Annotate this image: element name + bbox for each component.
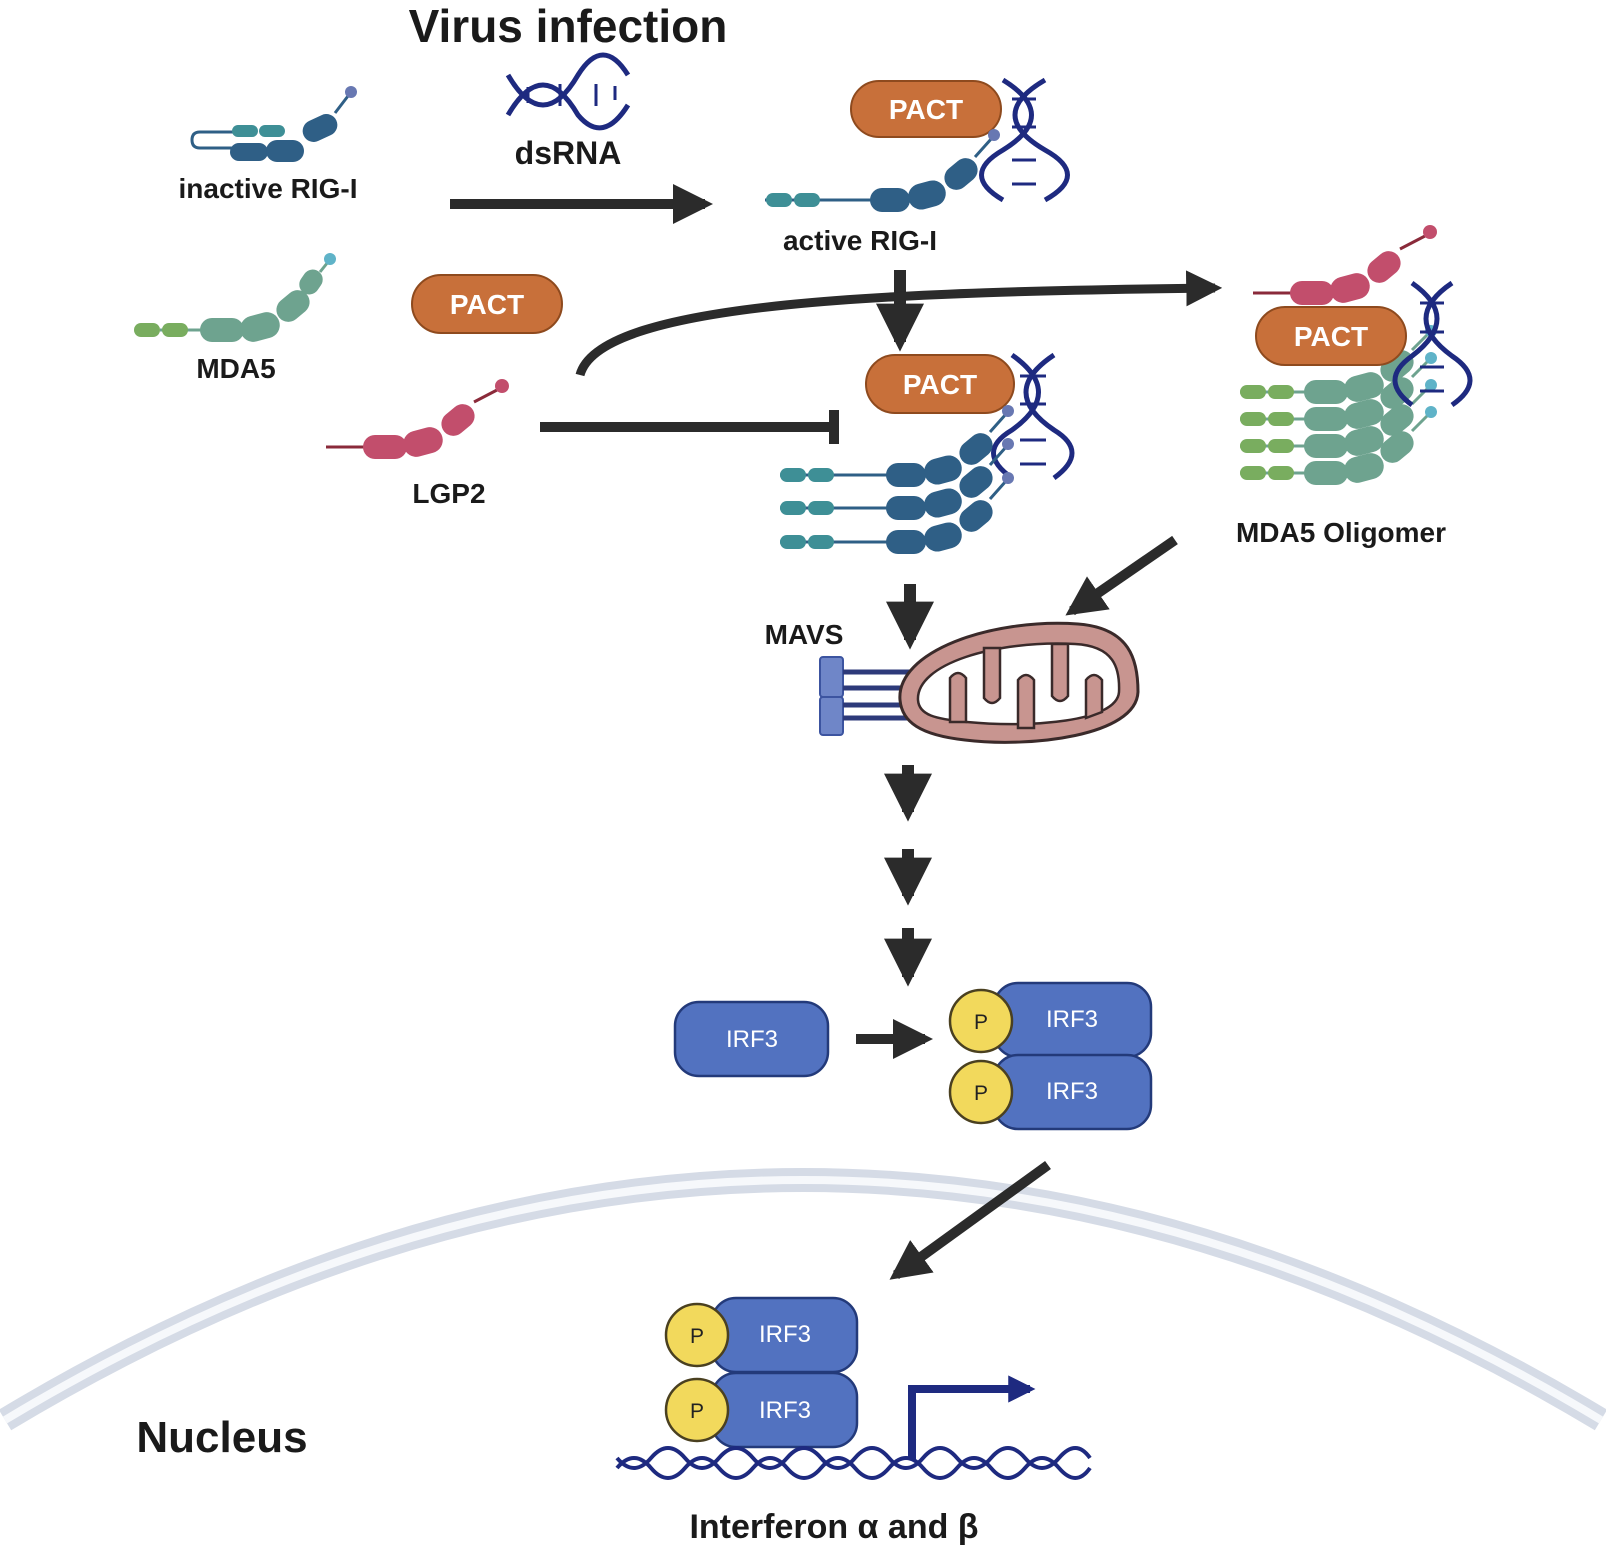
interferon-label: Interferon α and β <box>689 1508 978 1546</box>
mda5-to-mavs-arrow <box>1065 535 1178 616</box>
irf3-dimer-nucleus: IRF3 IRF3 P P <box>664 1296 859 1449</box>
nucleus-label: Nucleus <box>136 1413 307 1462</box>
active-rigi-icon <box>765 129 1000 212</box>
lgp2-bound-oligomer-icon <box>1253 225 1437 305</box>
inactive-rigi-icon <box>190 86 357 162</box>
svg-text:P: P <box>974 1011 988 1034</box>
svg-text:PACT: PACT <box>889 94 963 125</box>
irf3-dimer-cytoplasm: IRF3 IRF3 P P <box>948 981 1153 1131</box>
dsrna-helix-rigi-oligomer <box>991 352 1075 481</box>
pact-protein-mda5-oligomer: PACT <box>1255 306 1407 366</box>
inactive-rigi-label: inactive RIG-I <box>179 173 358 204</box>
diagram-title: Virus infection <box>409 0 728 52</box>
svg-text:P: P <box>690 1325 704 1348</box>
mitochondrion-icon <box>898 621 1140 744</box>
transcription-start-arrow <box>908 1375 1036 1460</box>
mda5-oligomer-icon <box>1240 325 1437 485</box>
mavs-label: MAVS <box>765 619 844 650</box>
lgp2-promotes-mda5-arrow <box>575 270 1223 377</box>
mavs-icon <box>819 656 910 736</box>
active-rigi-label: active RIG-I <box>783 225 937 256</box>
mda5-label: MDA5 <box>196 353 275 384</box>
irf3-monomer: IRF3 <box>673 1000 830 1078</box>
svg-text:IRF3: IRF3 <box>759 1397 811 1424</box>
svg-text:IRF3: IRF3 <box>759 1321 811 1348</box>
dsrna-helix-icon <box>979 77 1070 203</box>
svg-text:P: P <box>690 1400 704 1423</box>
lgp2-label: LGP2 <box>412 478 485 509</box>
svg-text:IRF3: IRF3 <box>726 1026 778 1053</box>
mda5-oligomer-label: MDA5 Oligomer <box>1236 517 1446 548</box>
dsrna-helix-mda5-oligomer <box>1392 280 1473 408</box>
svg-text:IRF3: IRF3 <box>1046 1078 1098 1105</box>
svg-text:PACT: PACT <box>450 289 524 320</box>
lgp2-icon <box>326 379 509 459</box>
svg-text:PACT: PACT <box>903 369 977 400</box>
dna-helix-icon <box>615 1446 1092 1480</box>
pact-protein-free: PACT <box>411 274 563 334</box>
nuclear-translocation-arrow <box>889 1160 1051 1280</box>
dsrna-label: dsRNA <box>515 135 622 171</box>
rigi-oligomer-icon <box>780 405 1014 554</box>
svg-text:P: P <box>974 1082 988 1105</box>
pact-protein-active: PACT <box>850 80 1002 138</box>
nuclear-membrane <box>0 1168 1606 1431</box>
svg-text:IRF3: IRF3 <box>1046 1006 1098 1033</box>
svg-text:PACT: PACT <box>1294 321 1368 352</box>
lgp2-inhibits-rigi-bar <box>540 410 839 444</box>
pact-protein-rigi-oligomer: PACT <box>865 354 1015 414</box>
dsrna-icon <box>505 52 631 131</box>
mda5-icon <box>134 253 336 342</box>
